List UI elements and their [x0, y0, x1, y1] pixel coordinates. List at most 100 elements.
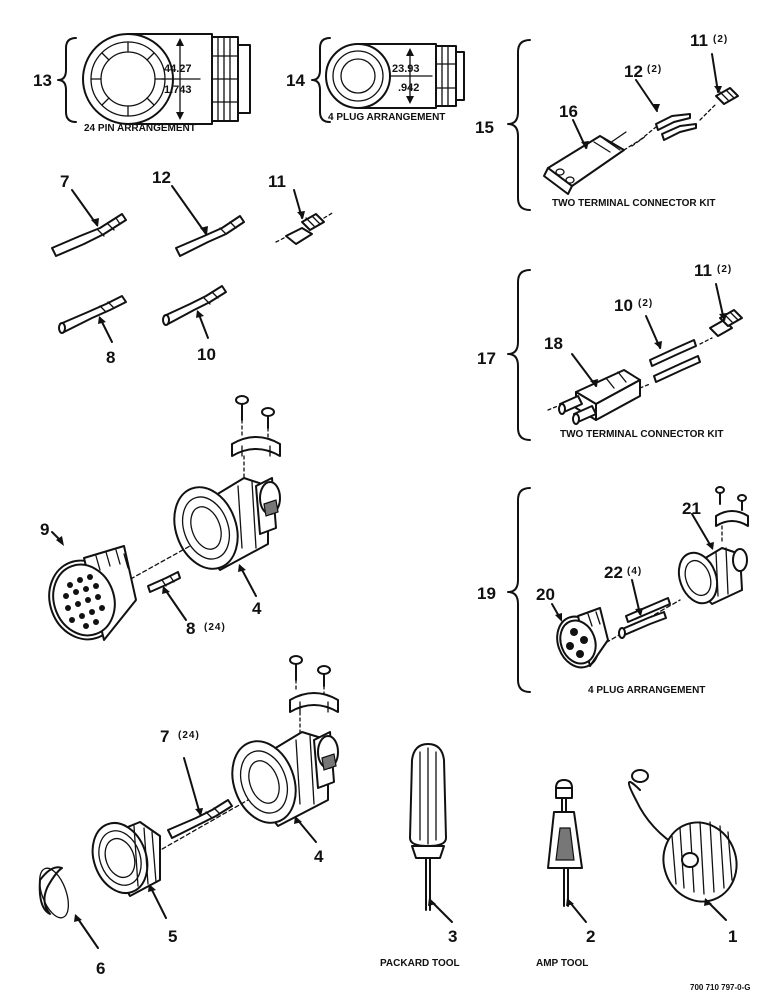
plug4-face-ring: [332, 50, 384, 102]
callout-5: 5: [168, 927, 177, 946]
terminal-12-a: [655, 113, 691, 131]
kit-15-assembly: [507, 39, 739, 211]
cable-clamp-a: [231, 436, 281, 457]
callout-6: 6: [96, 959, 105, 978]
terminal-7: [51, 213, 127, 257]
qty-11-kit17: (2): [717, 264, 732, 275]
plug4-exploded-assembly: [507, 486, 749, 693]
callout-14: 14: [286, 71, 305, 90]
brace-15: [507, 39, 531, 211]
callout-11-loose: 11: [268, 172, 286, 191]
callout-7-loose: 7: [60, 172, 69, 191]
brace-13: [57, 37, 77, 123]
callout-8-loose: 8: [106, 348, 115, 367]
callout-4-lower: 4: [314, 847, 324, 866]
plug4-coupling-nut: [435, 45, 457, 107]
screw-c: [715, 486, 725, 494]
caption-two-terminal-kit-2: TWO TERMINAL CONNECTOR KIT: [560, 429, 724, 440]
screw-e: [289, 655, 303, 665]
callout-11-kit15: 11: [690, 31, 708, 50]
callout-8-assembly: 8: [186, 619, 195, 638]
caption-24-pin-arrangement: 24 PIN ARRANGEMENT: [84, 123, 196, 134]
pin-22-b: [625, 597, 671, 623]
callout-16: 16: [559, 102, 578, 121]
drawing-reference-number: 700 710 797-0-G: [690, 983, 751, 992]
screw-a: [235, 395, 249, 405]
leader-4a: [239, 565, 257, 597]
qty-11-kit15: (2): [713, 34, 728, 45]
dim-14-top: 23.93: [392, 63, 420, 75]
caption-two-terminal-kit-1: TWO TERMINAL CONNECTOR KIT: [552, 198, 716, 209]
dust-cap: [628, 769, 738, 921]
leader-22: [631, 579, 641, 615]
callout-20: 20: [536, 585, 555, 604]
seal-11-b: [715, 87, 739, 105]
pin24-arrangement-view: [57, 33, 251, 125]
caption-4-plug-arrangement-bottom: 4 PLUG ARRANGEMENT: [588, 685, 705, 696]
snap-ring-6: [38, 866, 63, 915]
screw-b: [261, 407, 275, 417]
leader-21: [691, 513, 713, 549]
amp-tool-knob: [555, 779, 573, 789]
callout-17: 17: [477, 349, 496, 368]
receptacle-9-pins: [63, 574, 105, 629]
leader-5: [149, 885, 167, 919]
dim-13-bottom: 1.743: [164, 84, 192, 96]
leader-11b: [711, 53, 719, 93]
caption-packard-tool: PACKARD TOOL: [380, 958, 460, 969]
callout-9: 9: [40, 520, 49, 539]
qty-12-kit15: (2): [647, 64, 662, 75]
callout-18: 18: [544, 334, 563, 353]
pin-10-b: [653, 355, 701, 383]
leader-8b: [163, 587, 187, 621]
leader-7b: [183, 757, 201, 815]
qty-7-assembly: (24): [178, 730, 200, 741]
terminal-12-b: [661, 123, 697, 141]
dim-14-bottom: .942: [398, 82, 419, 94]
qty-8-assembly: (24): [204, 622, 226, 633]
pin24-exploded-assembly: [48, 395, 281, 641]
screw-d: [737, 494, 747, 502]
callout-21: 21: [682, 499, 701, 518]
leader-12a: [171, 185, 207, 235]
callout-10-loose: 10: [197, 345, 216, 364]
amp-tool: [547, 779, 587, 923]
plug4-arrangement-view: [311, 37, 465, 123]
callout-13: 13: [33, 71, 52, 90]
pin-10-a: [649, 339, 697, 367]
callout-2: 2: [586, 927, 595, 946]
terminal-12: [175, 215, 245, 257]
seal-11: [285, 227, 313, 245]
brace-19: [507, 487, 531, 693]
callout-19: 19: [477, 584, 496, 603]
terminal-7-b: [167, 799, 233, 839]
lower-exploded-assembly: [38, 655, 339, 949]
callout-12-loose: 12: [152, 168, 171, 187]
callout-15: 15: [475, 118, 494, 137]
callout-22: 22: [604, 563, 623, 582]
loose-terminals: [51, 185, 335, 343]
pin-10: [163, 285, 227, 325]
plug-20-sockets: [566, 628, 588, 658]
plug4-face-outer: [325, 43, 391, 109]
screw-f: [317, 665, 331, 675]
cable-clamp-c: [715, 510, 749, 527]
brace-14: [311, 37, 331, 123]
callout-12-kit15: 12: [624, 62, 643, 81]
kit-17-assembly: [507, 269, 743, 441]
dust-cap-lanyard-loop: [631, 769, 649, 783]
callout-4-upper: 4: [252, 599, 262, 618]
dust-cap-1: [662, 821, 738, 903]
pin-8: [59, 295, 127, 333]
callout-10-kit17: 10: [614, 296, 633, 315]
callout-11-kit17: 11: [694, 261, 712, 280]
caption-amp-tool: AMP TOOL: [536, 958, 588, 969]
cable-clamp-b: [289, 692, 339, 713]
leader-7a: [71, 189, 98, 226]
callout-3: 3: [448, 927, 457, 946]
brace-17: [507, 269, 531, 441]
dust-cap-lanyard: [628, 781, 681, 849]
packard-tool: [409, 743, 453, 923]
